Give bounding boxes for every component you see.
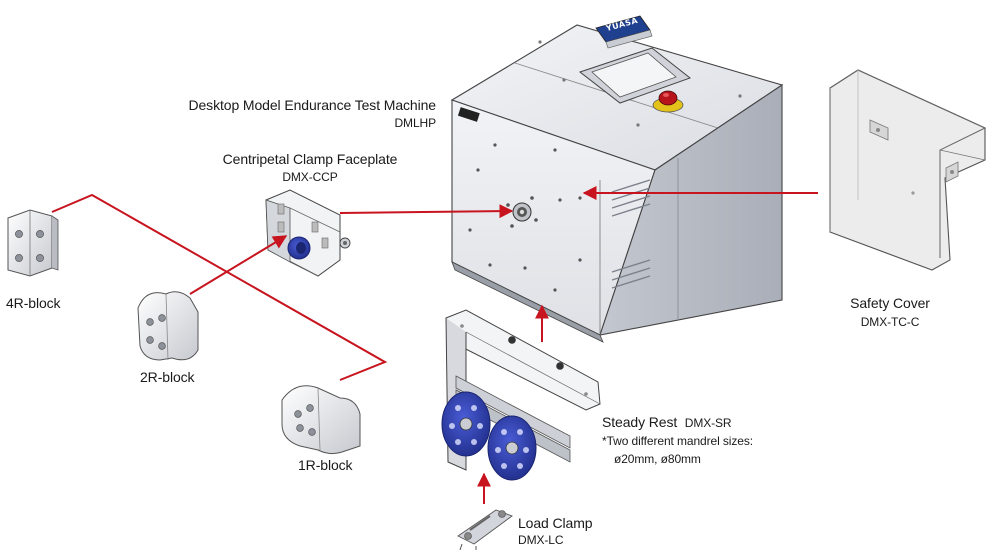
- faceplate-model-label: DMX-CCP: [282, 170, 338, 184]
- endurance-test-machine-illustration: [450, 15, 784, 343]
- machine-name-label: Desktop Model Endurance Test Machine: [188, 97, 436, 113]
- connector-lines: [51, 186, 818, 504]
- block-2r-label: 2R-block: [140, 369, 195, 385]
- block-4r-label: 4R-block: [6, 295, 61, 311]
- load-clamp-name-label: Load Clamp: [518, 515, 593, 531]
- steady-rest-model: DMX-SR: [684, 416, 732, 430]
- block-1r-label: 1R-block: [298, 457, 353, 473]
- steady-rest-note-line2: ø20mm, ø80mm: [614, 452, 701, 466]
- steady-rest-label: Steady Rest DMX-SR: [602, 414, 732, 432]
- safety-cover-name-label: Safety Cover: [850, 295, 930, 311]
- machine-model-label: DMLHP: [394, 116, 436, 130]
- steady-rest-name: Steady Rest: [602, 414, 678, 430]
- load-clamp-model-label: DMX-LC: [518, 533, 564, 547]
- steady-rest-illustration: [441, 309, 601, 481]
- safety-cover-illustration: [829, 69, 987, 271]
- connector-4r-to-1r: [51, 193, 388, 381]
- 4r-block-illustration: [7, 209, 59, 277]
- faceplate-name-label: Centripetal Clamp Faceplate: [222, 151, 398, 167]
- arrow-2r-to-faceplate: [189, 235, 288, 295]
- load-clamp-illustration: [457, 509, 513, 550]
- centripetal-clamp-faceplate-illustration: [265, 189, 351, 277]
- 2r-block-illustration: [137, 291, 199, 361]
- steady-rest-note-line1: *Two different mandrel sizes:: [602, 434, 753, 448]
- safety-cover-model-label: DMX-TC-C: [860, 315, 920, 329]
- 1r-block-illustration: [281, 385, 361, 455]
- arrow-faceplate-to-machine: [339, 204, 514, 219]
